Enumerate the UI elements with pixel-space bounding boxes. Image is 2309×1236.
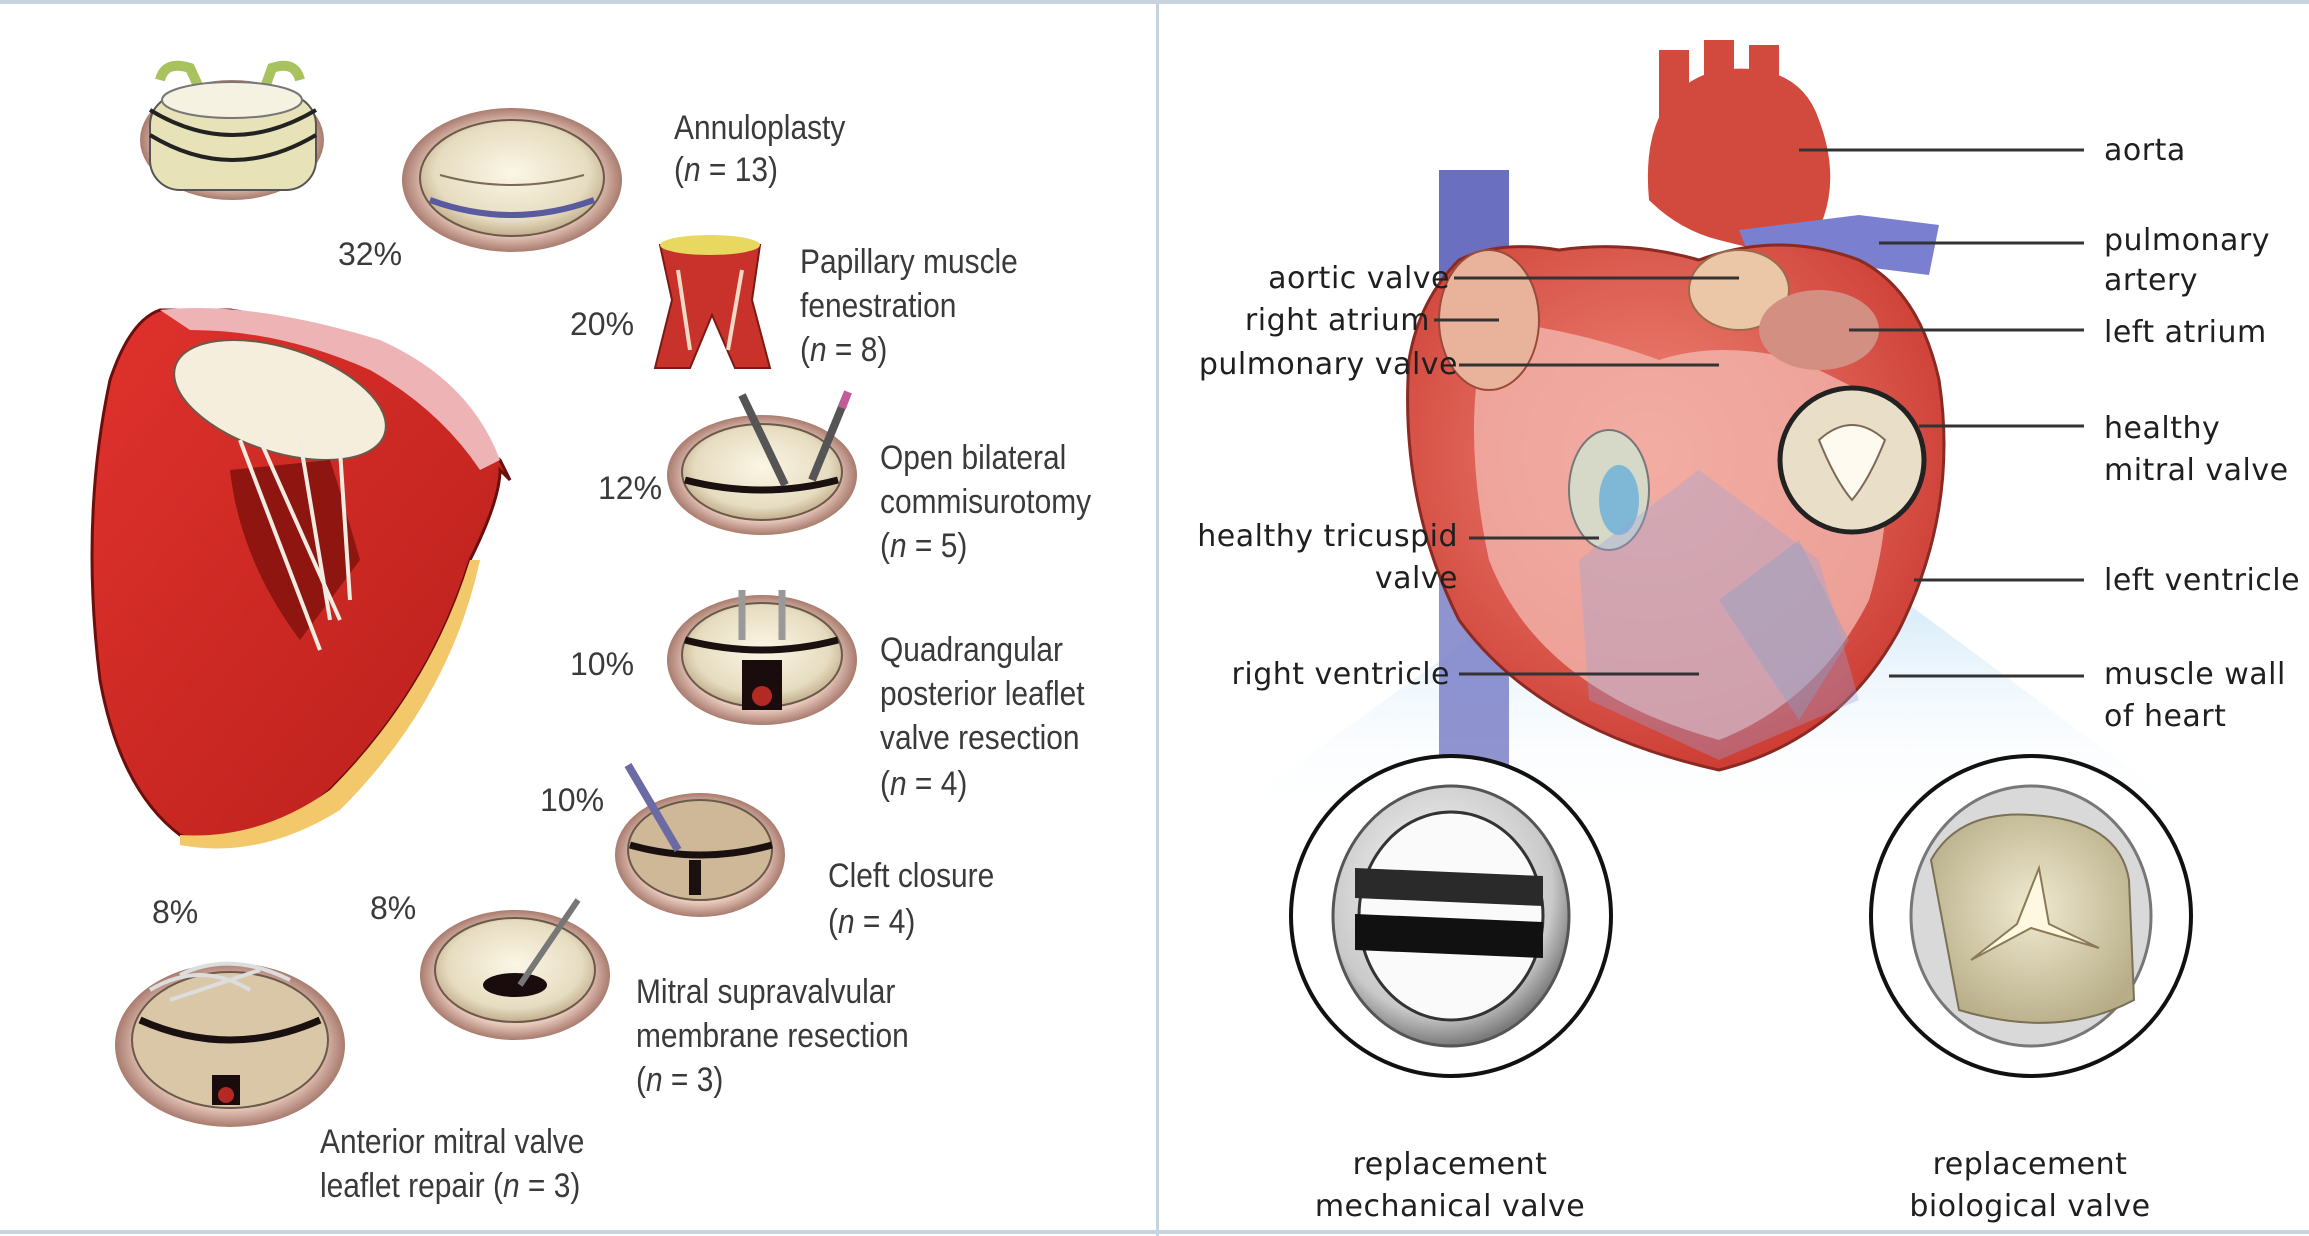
label-pulmonary-valve: pulmonary valve: [1160, 344, 1458, 386]
label-left-ventricle: left ventricle: [2104, 560, 2300, 602]
procedure-annuloplasty-count: (n = 13): [674, 148, 778, 192]
label-muscle-wall-2: of heart: [2104, 696, 2226, 738]
procedure-commisurotomy-name-2: commisurotomy: [880, 480, 1091, 524]
label-aortic-valve: aortic valve: [1160, 258, 1450, 300]
annuloplasty-ring-illustration: [140, 66, 324, 200]
label-replacement-biological-2: biological valve: [1880, 1186, 2180, 1228]
procedure-papillary-percent: 20%: [570, 306, 634, 343]
procedure-papillary-name-2: fenestration: [800, 284, 956, 328]
procedure-cleft-closure-n: 4: [889, 903, 906, 941]
procedure-papillary-n: 8: [861, 331, 878, 369]
procedure-papillary-name-1: Papillary muscle: [800, 240, 1018, 284]
procedure-quadrangular-count: (n = 4): [880, 762, 967, 806]
label-right-ventricle: right ventricle: [1160, 654, 1450, 696]
procedure-supravalvular-percent: 8%: [370, 890, 416, 927]
label-pulmonary-artery-2: artery: [2104, 260, 2198, 302]
left-panel-illustration: [0, 0, 1150, 1236]
label-right-atrium: right atrium: [1160, 300, 1430, 342]
right-panel-illustration: [1159, 0, 2309, 1236]
procedure-supravalvular-n: 3: [697, 1061, 714, 1099]
supravalvular-membrane-valve-illustration: [420, 900, 610, 1040]
procedure-anterior-leaflet-percent: 8%: [152, 894, 198, 931]
procedure-supravalvular-name-2: membrane resection: [636, 1014, 909, 1058]
procedure-quadrangular-n: 4: [941, 765, 958, 803]
procedure-quadrangular-percent: 10%: [570, 646, 634, 683]
procedure-quadrangular-name-1: Quadrangular: [880, 628, 1063, 672]
heart-cross-section-illustration: [92, 308, 510, 848]
anterior-leaflet-repair-valve-illustration: [115, 963, 345, 1127]
procedure-anterior-leaflet-name-2-text: leaflet repair: [320, 1167, 485, 1205]
label-aorta: aorta: [2104, 130, 2186, 172]
procedure-cleft-closure-percent: 10%: [540, 782, 604, 819]
commisurotomy-valve-illustration: [667, 392, 857, 535]
label-replacement-mechanical-1: replacement: [1300, 1144, 1600, 1186]
procedure-commisurotomy-percent: 12%: [598, 470, 662, 507]
label-replacement-biological-1: replacement: [1880, 1144, 2180, 1186]
procedure-supravalvular-count: (n = 3): [636, 1058, 723, 1102]
procedure-commisurotomy-count: (n = 5): [880, 524, 967, 568]
procedure-annuloplasty-n: 13: [735, 151, 768, 189]
procedure-quadrangular-name-2: posterior leaflet: [880, 672, 1085, 716]
label-pulmonary-artery-1: pulmonary: [2104, 220, 2270, 262]
procedure-cleft-closure-name: Cleft closure: [828, 854, 994, 898]
procedure-annuloplasty-name: Annuloplasty: [674, 106, 845, 150]
procedure-supravalvular-name-1: Mitral supravalvular: [636, 970, 895, 1014]
label-healthy-mitral-1: healthy: [2104, 408, 2220, 450]
cleft-closure-valve-illustration: [615, 765, 785, 917]
procedure-quadrangular-name-3: valve resection: [880, 716, 1080, 760]
quadrangular-resection-valve-illustration: [667, 590, 857, 725]
procedure-anterior-leaflet-n: 3: [554, 1167, 571, 1205]
procedure-cleft-closure-count: (n = 4): [828, 900, 915, 944]
annuloplasty-valve-illustration: [402, 108, 622, 252]
label-replacement-mechanical-2: mechanical valve: [1300, 1186, 1600, 1228]
procedure-annuloplasty-percent: 32%: [338, 236, 402, 273]
label-muscle-wall-1: muscle wall: [2104, 654, 2286, 696]
label-healthy-tricuspid-2: valve: [1160, 558, 1458, 600]
label-healthy-tricuspid-1: healthy tricuspid: [1160, 516, 1458, 558]
procedure-commisurotomy-n: 5: [941, 527, 958, 565]
papillary-muscle-illustration: [655, 235, 770, 368]
procedure-papillary-count: (n = 8): [800, 328, 887, 372]
label-left-atrium: left atrium: [2104, 312, 2267, 354]
procedure-commisurotomy-name-1: Open bilateral: [880, 436, 1066, 480]
procedure-anterior-leaflet-name-1: Anterior mitral valve: [320, 1120, 584, 1164]
label-healthy-mitral-2: mitral valve: [2104, 450, 2289, 492]
procedure-anterior-leaflet-name-2: leaflet repair (n = 3): [320, 1164, 580, 1208]
